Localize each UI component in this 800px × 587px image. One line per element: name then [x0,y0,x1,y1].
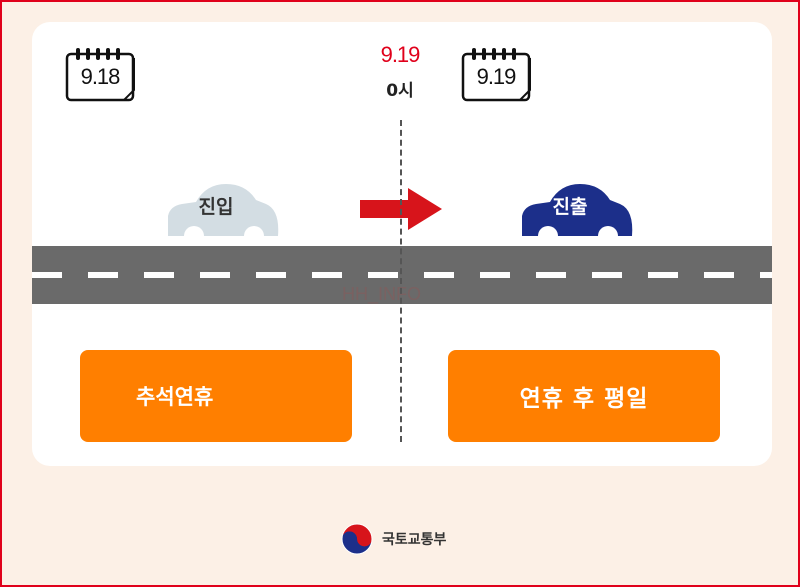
watermark: HH_INFO [342,284,422,304]
arrow-right-icon [360,188,442,230]
entry-label: 진입 [198,196,234,218]
calendar-date-right: 9.19 [476,64,517,89]
cutoff-divider [400,120,402,442]
calendar-date-left: 9.18 [80,64,121,89]
exit-car: 진출 [516,180,636,240]
car-icon [168,184,279,240]
car-icon [522,184,633,240]
road [32,246,772,304]
entry-car: 진입 [162,180,282,240]
cutoff-date: 9.19 [380,42,421,67]
cutoff-time: 0시 [386,81,414,101]
exit-label: 진출 [552,196,588,218]
lane-marking [32,272,772,278]
calendar-icon-left: 9.18 [64,44,140,106]
post-holiday-box: 연휴 후 평일 [448,350,720,442]
ministry-logo: 국토교통부 [340,522,446,556]
holiday-box: 추석연휴 [80,350,352,442]
post-holiday-label: 연휴 후 평일 [519,386,649,412]
ministry-name: 국토교통부 [382,532,447,548]
holiday-label: 추석연휴 [136,385,214,409]
taegeuk-logo-icon [341,523,373,555]
calendar-icon-right: 9.19 [460,44,536,106]
